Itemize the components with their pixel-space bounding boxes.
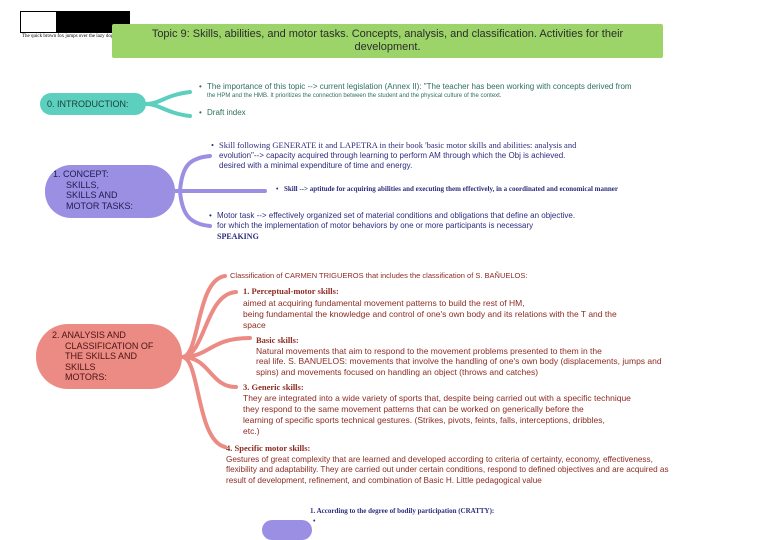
concept-node-line-2: SKILLS, (66, 179, 100, 190)
analysis-node-line-3: THE SKILLS AND (65, 351, 138, 361)
task-line-3: SPEAKING (217, 232, 259, 241)
logo-caption: The quick brown fox jumps over the lazy … (22, 34, 114, 39)
concept-node-line-1: 1. CONCEPT: (53, 169, 109, 179)
title-box: Topic 9: Skills, abilities, and motor ta… (112, 24, 663, 58)
perceptual-title: 1. Perceptual-motor skills: (243, 286, 339, 296)
intro-item-2: Draft index (199, 108, 246, 117)
mind-map-connectors (144, 90, 267, 449)
analysis-connector (180, 274, 252, 449)
task-line-1: Motor task --> effectively organized set… (209, 211, 575, 220)
perceptual-line-3: space (243, 320, 266, 330)
skill-line-2: evolution"--> capacity acquired through … (219, 151, 566, 160)
analysis-node[interactable]: 2. ANALYSIS AND CLASSIFICATION OF THE SK… (36, 324, 182, 389)
perceptual-line-2: being fundamental the knowledge and cont… (243, 309, 617, 319)
intro-connector (144, 90, 192, 118)
classification-item-1: 1. According to the degree of bodily par… (310, 507, 495, 515)
specific-line-2: flexibility and adaptability. They are c… (226, 465, 669, 474)
analysis-node-line-2: CLASSIFICATION OF (65, 340, 154, 351)
analysis-header: Classification of CARMEN TRIGUEROS that … (230, 271, 528, 280)
concept-node-line-3: SKILLS AND (66, 190, 118, 200)
generic-line-4: etc.) (243, 426, 260, 436)
classification-node[interactable] (262, 520, 312, 540)
basic-title: Basic skills: (256, 335, 299, 345)
generic-line-1: They are integrated into a wide variety … (243, 393, 631, 403)
intro-item-1-line-2: the HPM and the HMB. It prioritizes the … (207, 93, 502, 99)
perceptual-line-1: aimed at acquiring fundamental movement … (243, 298, 525, 308)
classification-bullet: • (313, 518, 316, 525)
generic-title: 3. Generic skills: (243, 382, 304, 392)
specific-line-3: result of development, refinement, and c… (226, 476, 542, 485)
skill-line-3: desired with a minimal expenditure of ti… (219, 161, 413, 170)
intro-item-1-line-1: The importance of this topic --> current… (199, 82, 632, 91)
basic-line-3: spins) and movements focused on handling… (256, 367, 539, 377)
analysis-node-line-4: SKILLS (65, 361, 96, 372)
specific-title: 4. Specific motor skills: (226, 443, 311, 453)
specific-line-1: Gestures of great complexity that are le… (226, 455, 653, 464)
title-line-1: Topic 9: Skills, abilities, and motor ta… (151, 28, 624, 40)
generic-line-2: they respond to the same movement patter… (243, 404, 584, 414)
generic-line-3: learning of specific sports technical ge… (243, 415, 605, 425)
task-line-2: for which the implementation of motor be… (217, 221, 534, 230)
logo-black-box (57, 11, 130, 33)
logo-block: The quick brown fox jumps over the lazy … (20, 11, 130, 44)
skill-line-1: Skill following GENERATE it and LAPETRA … (211, 140, 576, 150)
concept-node-line-4: MOTOR TASKS: (66, 200, 134, 211)
analysis-node-line-5: MOTORS: (65, 372, 107, 382)
analysis-node-line-1: 2. ANALYSIS AND (52, 330, 126, 340)
logo-white-box (20, 11, 57, 33)
title-line-2: development. (354, 41, 421, 53)
basic-line-2: real life. S. BANUELOS: movements that i… (256, 356, 662, 366)
concept-node[interactable]: 1. CONCEPT: SKILLS, SKILLS AND MOTOR TAS… (45, 165, 175, 218)
intro-node[interactable]: 0. INTRODUCTION: (40, 93, 146, 115)
basic-line-1: Natural movements that aim to respond to… (256, 346, 602, 356)
concept-connector (173, 154, 267, 228)
skill-definition: Skill --> aptitude for acquiring abiliti… (276, 185, 618, 193)
